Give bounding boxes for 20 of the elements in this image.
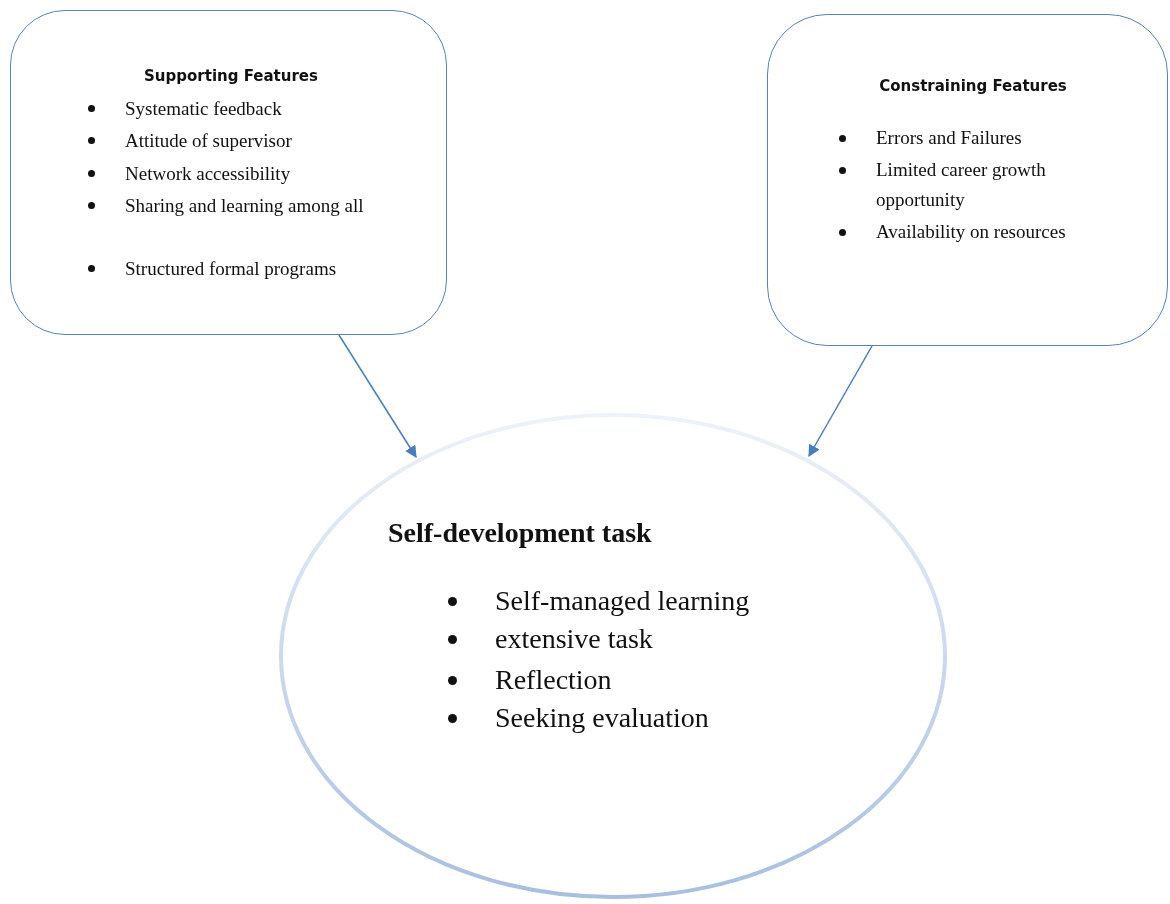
ellipse-shape <box>278 412 948 900</box>
bullet-text: Limited career growth opportunity <box>876 158 1047 212</box>
bullet-text: Attitude of supervisor <box>125 129 293 153</box>
bullet-text: Self-managed learning <box>495 584 751 618</box>
rounded-box <box>10 10 447 335</box>
bullet-text: Seeking evaluation <box>495 701 710 735</box>
rounded-box <box>767 14 1168 346</box>
bullet-text: Reflection <box>495 663 613 697</box>
heading: Constraining Features <box>878 77 1068 95</box>
heading: Self-development task <box>388 517 653 549</box>
bullet-text: Sharing and learning among all <box>125 194 365 218</box>
bullet-text: Structured formal programs <box>125 257 338 281</box>
arrow <box>808 345 873 458</box>
heading: Supporting Features <box>143 67 319 85</box>
bullet-text: Systematic feedback <box>125 97 283 121</box>
bullet-text: Errors and Failures <box>876 126 1023 150</box>
bullet-text: Availability on resources <box>876 220 1067 244</box>
bullet-text: Network accessibility <box>125 162 292 186</box>
arrow <box>338 334 417 458</box>
bullet-text: extensive task <box>495 622 654 656</box>
